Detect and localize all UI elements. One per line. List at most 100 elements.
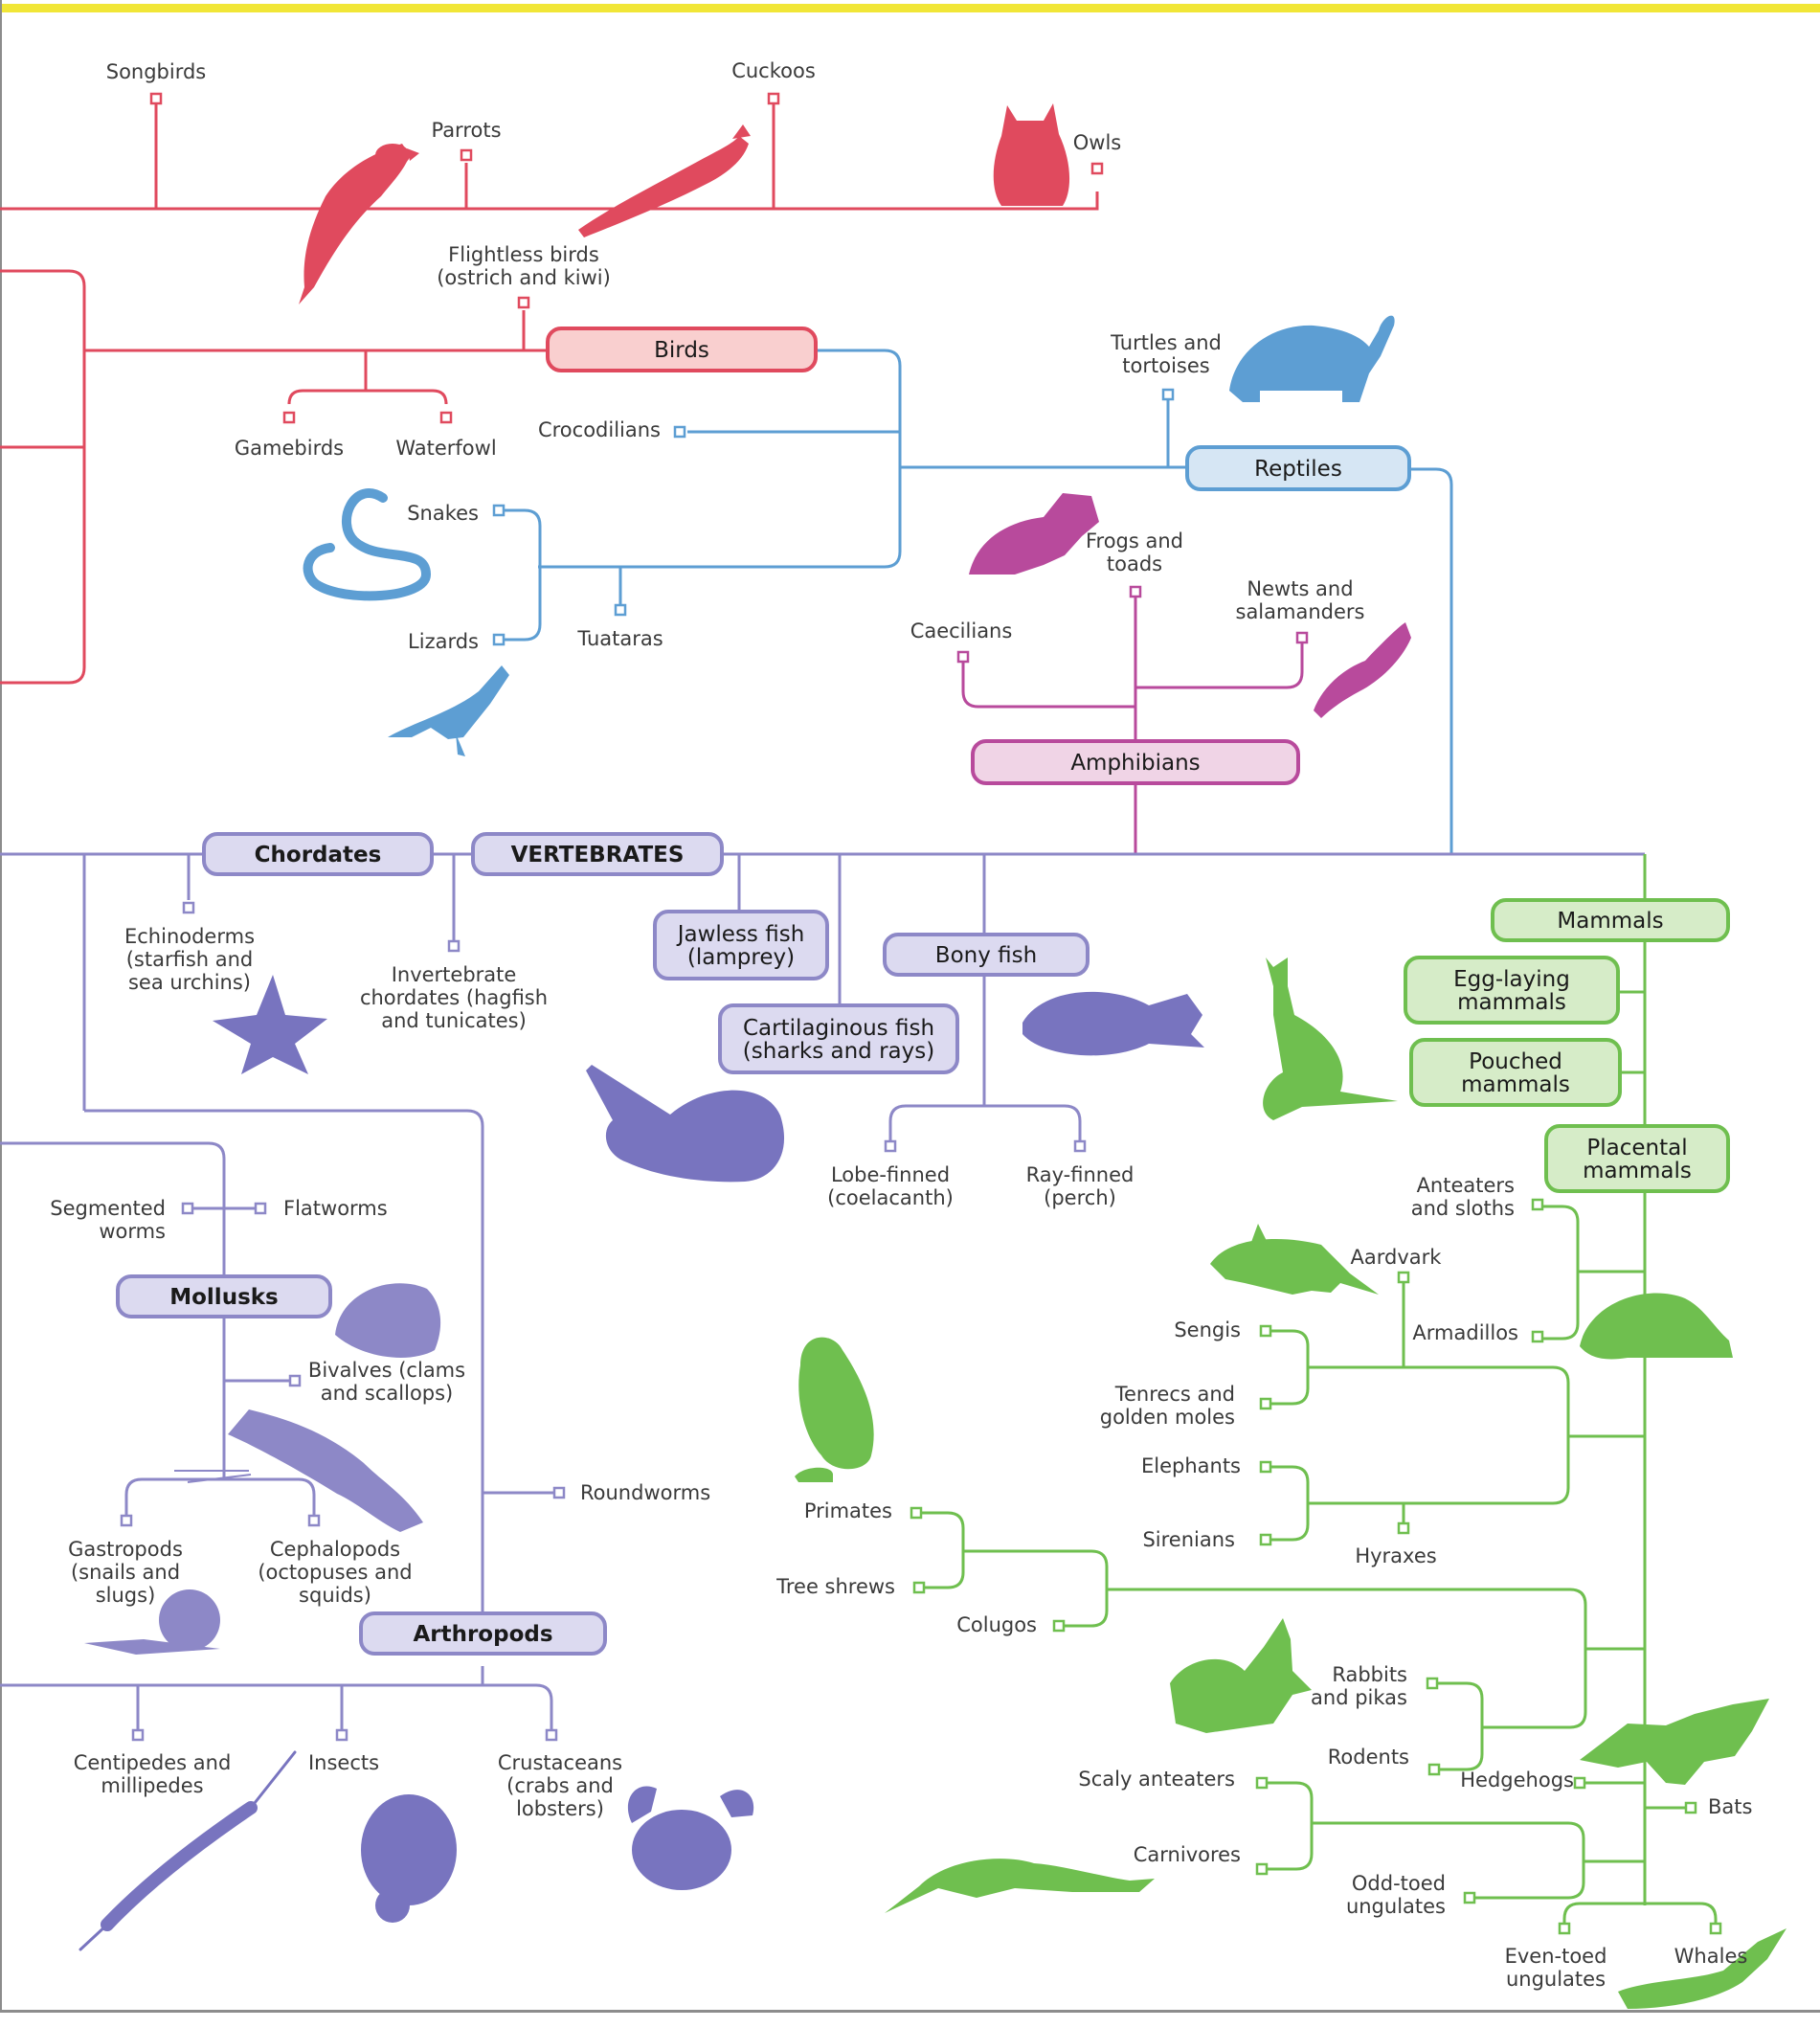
label-echinoderms: Echinoderms(starfish andsea urchins) xyxy=(124,925,255,994)
taxon-label: Segmented xyxy=(50,1197,166,1220)
label-insects: Insects xyxy=(308,1751,379,1774)
label-gastropods: Gastropods(snails andslugs) xyxy=(68,1538,183,1607)
label-snakes: Snakes xyxy=(407,502,479,525)
leaf-marker xyxy=(911,1508,921,1518)
label-armadillos: Armadillos xyxy=(1412,1321,1518,1344)
label-caecilians: Caecilians xyxy=(910,620,1013,642)
label-crustaceans: Crustaceans(crabs andlobsters) xyxy=(498,1751,622,1820)
bat-icon xyxy=(1580,1699,1769,1785)
salamander-icon xyxy=(1314,622,1411,718)
leaf-marker xyxy=(554,1488,564,1498)
label-hyraxes: Hyraxes xyxy=(1355,1544,1436,1567)
taxon-label: ungulates xyxy=(1346,1895,1446,1918)
leaf-marker xyxy=(337,1730,347,1740)
group-label: mammals xyxy=(1583,1159,1692,1183)
taxon-label: Centipedes and xyxy=(74,1751,232,1774)
label-colugos: Colugos xyxy=(956,1613,1037,1636)
leaf-marker xyxy=(461,150,471,160)
label-cuckoos: Cuckoos xyxy=(731,59,816,82)
leaf-marker xyxy=(1261,1399,1270,1408)
group-label: mammals xyxy=(1461,1072,1570,1097)
taxon-label: Parrots xyxy=(431,119,501,142)
leaf-marker xyxy=(1575,1778,1584,1788)
label-even-toed: Even-toedungulates xyxy=(1505,1945,1607,1991)
taxon-label: Whales xyxy=(1674,1945,1748,1968)
taxon-label: Newts and xyxy=(1247,577,1353,600)
label-bats: Bats xyxy=(1708,1795,1752,1818)
leaf-marker xyxy=(1533,1332,1542,1341)
taxon-label: Waterfowl xyxy=(395,437,496,460)
leaf-marker xyxy=(133,1730,143,1740)
taxon-label: and pikas xyxy=(1311,1686,1407,1709)
taxon-label: Flightless birds xyxy=(448,243,599,266)
group-label: VERTEBRATES xyxy=(511,843,685,868)
label-tuataras: Tuataras xyxy=(576,627,663,650)
group-amphibians: Amphibians xyxy=(973,741,1298,783)
label-elephants: Elephants xyxy=(1141,1454,1241,1477)
group-label: Placental xyxy=(1586,1136,1687,1160)
group-chordates: Chordates xyxy=(204,834,432,874)
taxon-label: Even-toed xyxy=(1505,1945,1607,1968)
label-scaly-anteaters: Scaly anteaters xyxy=(1078,1768,1235,1791)
taxon-label: Sirenians xyxy=(1142,1528,1235,1551)
label-sirenians: Sirenians xyxy=(1142,1528,1235,1551)
leaf-marker xyxy=(1054,1621,1064,1631)
taxon-label: (octopuses and xyxy=(258,1561,412,1584)
taxon-label: Crustaceans xyxy=(498,1751,622,1774)
taxon-label: sea urchins) xyxy=(128,971,251,994)
taxon-label: Echinoderms xyxy=(124,925,255,948)
leaf-marker xyxy=(1399,1273,1408,1282)
rabbit-icon xyxy=(1170,1618,1312,1733)
taxon-label: Hedgehogs xyxy=(1460,1769,1574,1791)
taxon-label: Rodents xyxy=(1328,1746,1409,1769)
leaf-marker xyxy=(441,413,451,422)
taxon-label: Tuataras xyxy=(576,627,663,650)
group-jawless-fish: Jawless fish(lamprey) xyxy=(655,912,827,979)
taxon-label: Gastropods xyxy=(68,1538,183,1561)
taxon-label: Cuckoos xyxy=(731,59,816,82)
taxon-label: Bats xyxy=(1708,1795,1752,1818)
label-invert-chordates: Invertebratechordates (hagfishand tunica… xyxy=(360,963,548,1032)
whale-icon xyxy=(1618,1928,1786,2009)
leaf-marker xyxy=(1465,1893,1474,1903)
armadillo-icon xyxy=(1580,1294,1733,1360)
leaf-marker xyxy=(1163,390,1173,399)
taxon-label: (perch) xyxy=(1044,1186,1116,1209)
taxon-label: Flatworms xyxy=(283,1197,388,1220)
label-newts: Newts andsalamanders xyxy=(1236,577,1365,623)
taxon-label: Lobe-finned xyxy=(831,1163,950,1186)
squid-icon xyxy=(174,1409,423,1532)
frog-icon xyxy=(969,493,1099,575)
label-turtles: Turtles andtortoises xyxy=(1110,331,1222,377)
taxon-label: Cephalopods xyxy=(270,1538,400,1561)
taxon-label: Lizards xyxy=(408,630,479,653)
crab-icon xyxy=(628,1787,753,1890)
group-label: Amphibians xyxy=(1070,751,1200,776)
taxon-label: and tunicates) xyxy=(381,1009,527,1032)
group-mollusks: Mollusks xyxy=(118,1276,330,1317)
leaf-marker xyxy=(1399,1523,1408,1533)
label-bivalves: Bivalves (clamsand scallops) xyxy=(308,1359,465,1405)
leaf-marker xyxy=(1261,1462,1270,1472)
group-label: Arthropods xyxy=(413,1622,552,1647)
taxon-label: Gamebirds xyxy=(235,437,344,460)
taxon-label: Hyraxes xyxy=(1355,1544,1436,1567)
leaf-marker xyxy=(1427,1679,1437,1688)
label-aardvark: Aardvark xyxy=(1351,1246,1443,1269)
taxon-label: squids) xyxy=(299,1584,371,1607)
group-placental: Placentalmammals xyxy=(1546,1126,1728,1191)
label-waterfowl: Waterfowl xyxy=(395,437,496,460)
taxon-label: (starfish and xyxy=(126,948,254,971)
bottom-rule xyxy=(0,2010,1820,2013)
group-label: Egg-laying xyxy=(1453,967,1570,992)
group-reptiles: Reptiles xyxy=(1187,447,1409,489)
leaf-marker xyxy=(1711,1924,1720,1933)
monkey-icon xyxy=(795,1338,874,1482)
taxon-label: tortoises xyxy=(1122,354,1209,377)
cheetah-icon xyxy=(885,1859,1155,1913)
